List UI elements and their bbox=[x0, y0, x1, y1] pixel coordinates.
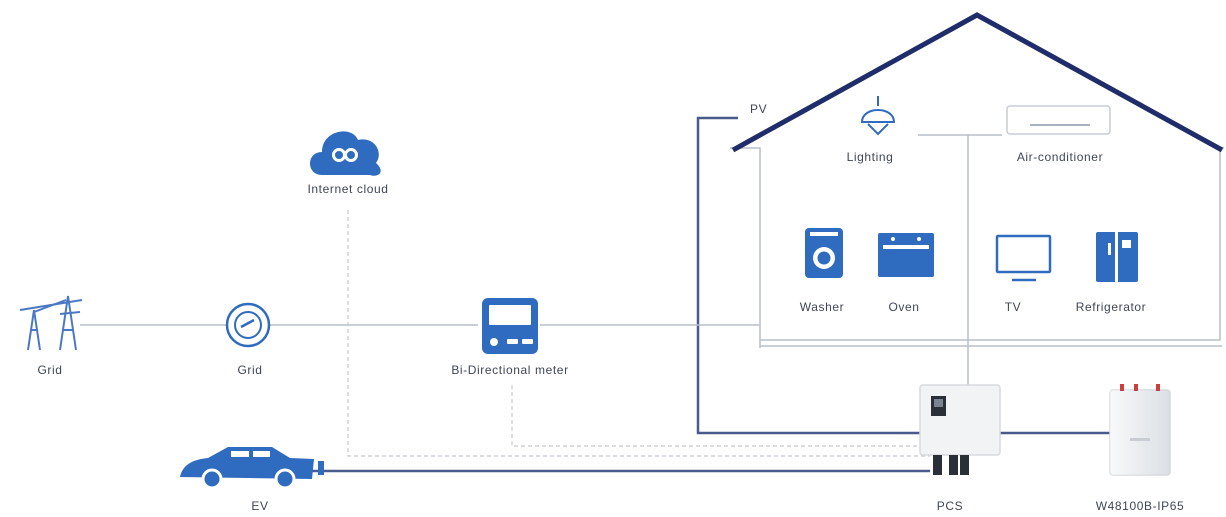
air-conditioner-label: Air-conditioner bbox=[1016, 150, 1104, 164]
lighting-label: Lighting bbox=[846, 150, 894, 164]
lighting-icon bbox=[860, 96, 896, 136]
grid-tower-label: Grid bbox=[37, 363, 63, 377]
ac-wiring bbox=[80, 134, 1002, 398]
air-conditioner-icon bbox=[1006, 105, 1111, 135]
refrigerator-label: Refrigerator bbox=[1075, 300, 1147, 314]
house-outline bbox=[730, 147, 1224, 348]
pcs-inverter-icon bbox=[919, 384, 1001, 475]
grid-meter-icon bbox=[225, 302, 271, 348]
internet-cloud-label: Internet cloud bbox=[307, 182, 389, 196]
ev-car-icon bbox=[180, 447, 324, 490]
grid-tower-icon bbox=[19, 295, 83, 351]
oven-icon bbox=[878, 233, 934, 277]
bidirectional-meter-icon bbox=[482, 298, 538, 354]
tv-label: TV bbox=[1004, 300, 1022, 314]
pcs-label: PCS bbox=[936, 499, 964, 513]
ev-label: EV bbox=[251, 499, 269, 513]
refrigerator-icon bbox=[1096, 232, 1138, 282]
bidirectional-meter-label: Bi-Directional meter bbox=[451, 363, 569, 377]
grid-meter-label: Grid bbox=[237, 363, 263, 377]
cloud-icon bbox=[310, 131, 381, 176]
pv-roof bbox=[731, 12, 1224, 153]
pv-label: PV bbox=[750, 102, 768, 116]
battery-model-label: W48100B-IP65 bbox=[1095, 499, 1185, 513]
dc-wiring bbox=[240, 116, 1110, 473]
oven-label: Oven bbox=[888, 300, 920, 314]
communication-lines bbox=[347, 210, 930, 457]
battery-icon bbox=[1109, 384, 1171, 476]
washer-icon bbox=[805, 228, 843, 278]
tv-icon bbox=[995, 234, 1052, 282]
washer-label: Washer bbox=[799, 300, 845, 314]
